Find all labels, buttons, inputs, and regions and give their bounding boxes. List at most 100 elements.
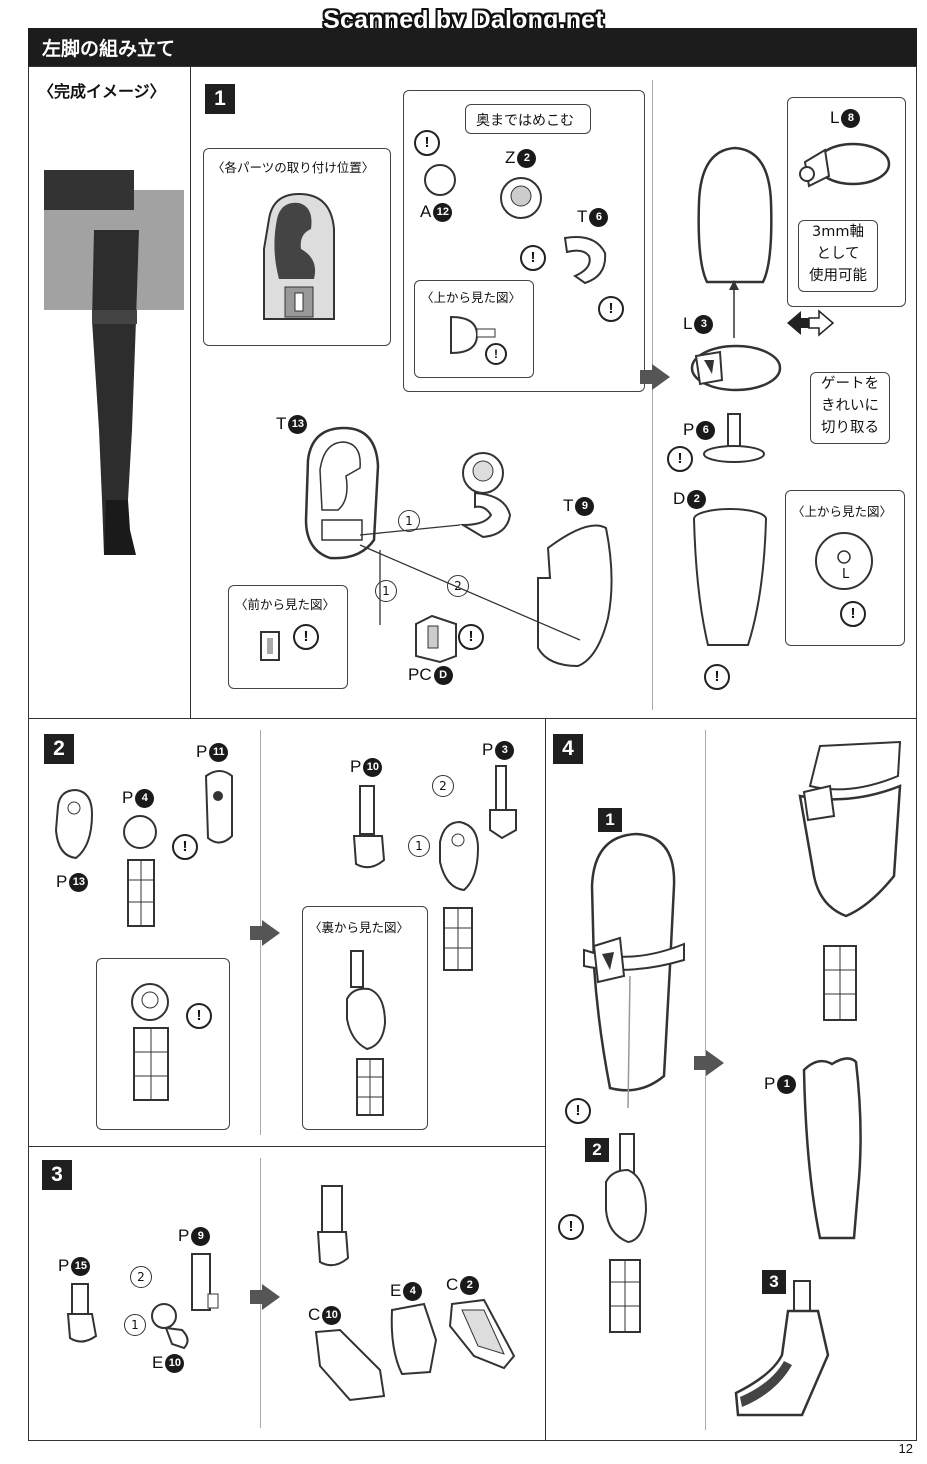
part-p10-piece (352, 785, 386, 869)
section-header: 左脚の組み立て (28, 28, 917, 66)
part-t13-frame (304, 426, 380, 560)
part-leg-joint (316, 1185, 350, 1267)
divider-row1 (28, 718, 917, 719)
top-view-box-1: 〈上から見た図〉 ! (414, 280, 534, 378)
substep-2: 2 (585, 1138, 609, 1162)
assembly-arrow-up (729, 280, 739, 338)
sequence-1: 1 (398, 510, 420, 532)
warning-icon: ! (293, 624, 319, 650)
note-line: きれいに (821, 398, 879, 414)
gate-trim-note: ゲートを きれいに 切り取る (810, 372, 890, 444)
part-l8-ring (799, 142, 891, 188)
top-view-label: 〈上から見た図〉 (792, 504, 893, 519)
page-number: 12 (898, 1441, 913, 1456)
back-view-box: 〈裏から見た図〉 (302, 906, 428, 1130)
part-a12-ball (424, 164, 456, 196)
warning-icon: ! (186, 1003, 212, 1029)
part-t6-hook (563, 236, 607, 285)
section-title: 左脚の組み立て (42, 38, 176, 60)
sequence-2: 2 (130, 1266, 152, 1288)
flow-arrow-stem (250, 1290, 262, 1304)
warning-icon: ! (414, 130, 440, 156)
warning-icon: ! (558, 1214, 584, 1240)
part-l3-ring (690, 344, 782, 392)
note-line: 3mm軸 (812, 224, 864, 240)
warning-icon: ! (667, 446, 693, 472)
step-4-number: 4 (553, 734, 583, 764)
flow-arrow (262, 1284, 280, 1310)
warning-icon: ! (172, 834, 198, 860)
flow-arrow (262, 920, 280, 946)
swap-arrows-icon (787, 309, 835, 337)
3mm-shaft-note: 3mm軸 として 使用可能 (798, 220, 878, 292)
warning-icon: ! (598, 296, 624, 322)
substep-1: 1 (598, 808, 622, 832)
leg-upper-assembly (583, 832, 685, 1109)
divider-step4 (545, 718, 546, 1440)
part-p1-shin (802, 1057, 862, 1240)
warning-icon: ! (565, 1098, 591, 1124)
completed-leg-image (44, 170, 184, 555)
part-p4-joint (123, 815, 157, 927)
foot-assembly (734, 1280, 830, 1417)
note-line: ゲートを (821, 376, 879, 392)
flow-arrow-stem (694, 1056, 706, 1070)
part-e10-ball (151, 1303, 189, 1350)
front-view-diagram (260, 631, 280, 661)
knee-joint-assembly (605, 1133, 648, 1333)
parts-positions-box: 〈各パーツの取り付け位置〉 (203, 148, 391, 346)
substep-3: 3 (762, 1270, 786, 1294)
divider-image-column (190, 66, 191, 718)
step-2-number: 2 (44, 734, 74, 764)
top-view-socket (815, 532, 873, 590)
top-view-diagram (450, 315, 496, 355)
sequence-1: 1 (124, 1314, 146, 1336)
step-1-number: 1 (205, 84, 235, 114)
flow-arrow-stem (250, 926, 262, 940)
note-line: 使用可能 (809, 268, 867, 284)
part-e4-block (390, 1302, 438, 1376)
part-p11-plate (204, 770, 233, 844)
part-c2-shell (448, 1298, 516, 1370)
warning-icon: ! (840, 601, 866, 627)
step4-subdivider (705, 730, 706, 1430)
joint-detail-diagram (131, 983, 169, 1101)
warning-icon: ! (704, 664, 730, 690)
part-pcd-block (415, 614, 457, 664)
leg-assembled-upper (798, 740, 902, 1021)
image-section-label: 〈完成イメージ〉 (38, 82, 166, 101)
push-fully-callout: 奥まではめこむ (465, 104, 591, 134)
l-mark: L (842, 567, 850, 582)
warning-icon: ! (520, 245, 546, 271)
note-line: 切り取る (821, 420, 879, 436)
assembly-guide-lines (359, 524, 581, 641)
part-p13-disk (54, 788, 94, 860)
part-d2-shin (693, 508, 767, 646)
front-view-box: 〈前から見た図〉 ! (228, 585, 348, 689)
part-z2-socket (500, 177, 542, 219)
sequence-2: 2 (432, 775, 454, 797)
part-t9-cover (537, 524, 613, 668)
warning-icon: ! (458, 624, 484, 650)
part-c10-shell (314, 1328, 386, 1402)
